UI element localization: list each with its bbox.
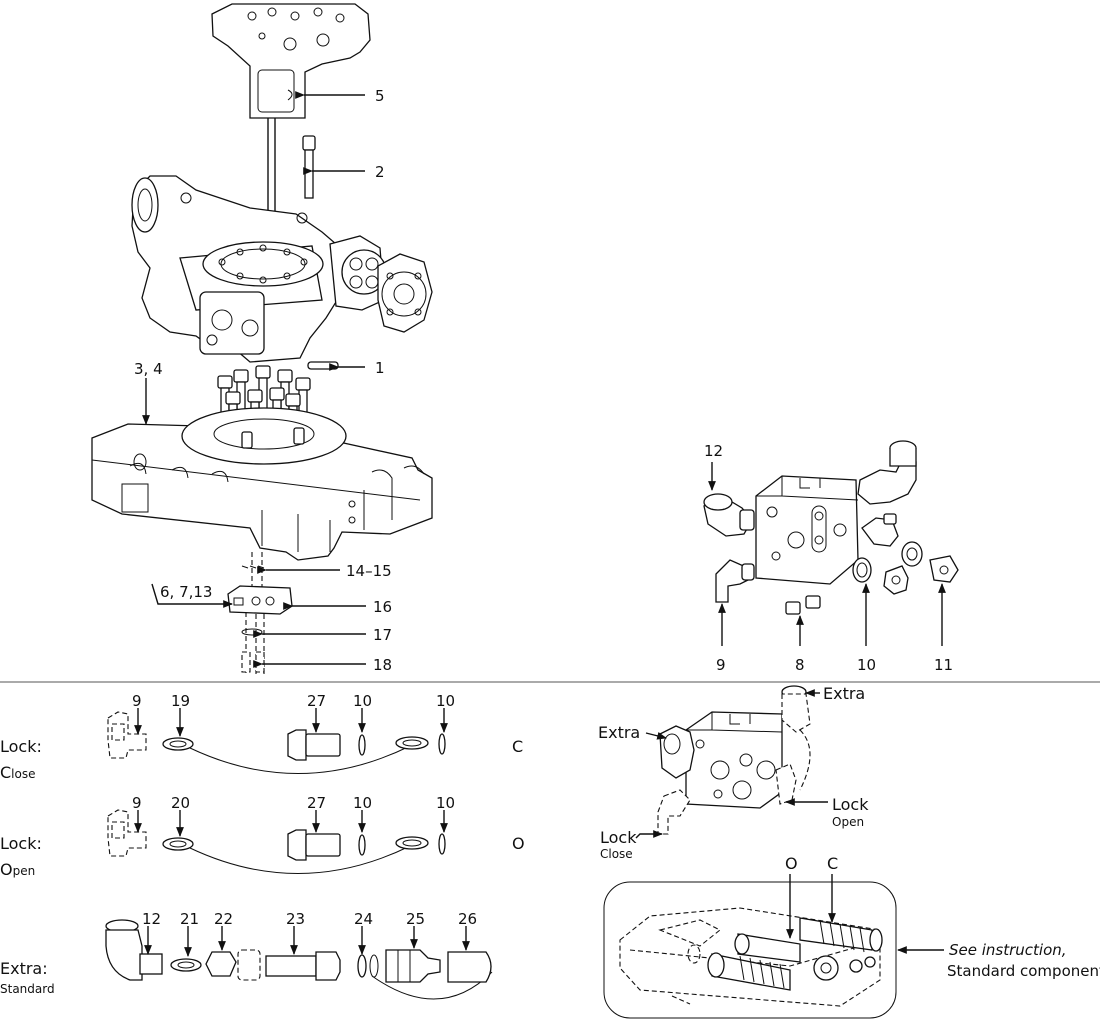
see-instruction-text: See instruction, [949,941,1067,959]
base-frame [91,407,433,561]
callout-14-15: 14–15 [346,562,392,580]
extra-callout-24: 24 [354,910,373,928]
callout-1: 1 [375,359,385,377]
open-code: O [512,834,525,853]
row-extra-subtitle: Standard [0,982,55,996]
pin [307,361,339,370]
callout-10: 10 [857,656,876,674]
row-lock-close: Lock: Close 9 19 27 10 10 C [0,692,523,782]
callout-16: 16 [373,598,392,616]
open-callout-10a: 10 [353,794,372,812]
extra-callout-21: 21 [180,910,199,928]
row-extra-title: Extra: [0,959,48,978]
callout-12: 12 [704,442,723,460]
lock-open-sublabel: Open [832,815,864,829]
standard-components-detail: O C See instruction, Standard components [603,854,1100,1019]
detail-c-label: C [827,854,838,873]
row-lock-open: Lock: Open 9 20 27 10 10 O [0,794,525,879]
close-callout-9: 9 [132,692,142,710]
callout-18: 18 [373,656,392,674]
row-close-title: Lock: [0,737,42,756]
callout-5: 5 [375,87,385,105]
spring-cylinder-o [707,933,801,991]
extra-callout-22: 22 [214,910,233,928]
callout-3-4: 3, 4 [134,360,163,378]
row-open-title: Lock: [0,834,42,853]
close-code: C [512,737,523,756]
extra-callout-25: 25 [406,910,425,928]
callout-9: 9 [716,656,726,674]
open-callout-10b: 10 [436,794,455,812]
row-extra-standard: Extra: Standard 12 21 22 23 24 25 26 [0,910,493,1000]
callout-11: 11 [934,656,953,674]
valve-block-connections: Extra Extra Lock Open Lock Close [598,684,869,861]
lock-close-sublabel: Close [600,847,633,861]
callout-8: 8 [795,656,805,674]
close-callout-27: 27 [307,692,326,710]
extra-callout-12: 12 [142,910,161,928]
close-callout-19: 19 [171,692,190,710]
extra-callout-23: 23 [286,910,305,928]
open-callout-27: 27 [307,794,326,812]
callout-2: 2 [375,163,385,181]
row-close-subtitle: Close [0,763,35,782]
rotator-assembly: 5 2 1 3, 4 14–15 6, 7,13 16 17 18 [91,3,433,674]
extra-left-label: Extra [598,723,640,742]
close-callout-10a: 10 [353,692,372,710]
rotator-housing [131,175,433,363]
open-callout-9: 9 [132,794,142,812]
lock-close-label: Lock [600,828,637,847]
callout-17: 17 [373,626,392,644]
detail-o-label: O [785,854,798,873]
extra-callout-26: 26 [458,910,477,928]
standard-components-text: Standard components [947,962,1100,980]
spring-cylinder-c [799,917,883,981]
close-callout-10b: 10 [436,692,455,710]
extra-top-label: Extra [823,684,865,703]
callout-6-7-13: 6, 7,13 [160,583,212,601]
valve-block-exploded: 12 9 8 10 11 [703,440,959,674]
open-callout-20: 20 [171,794,190,812]
rotator-motor [211,3,371,262]
lock-open-label: Lock [832,795,869,814]
row-open-subtitle: Open [0,860,35,879]
long-bolt [302,135,316,199]
